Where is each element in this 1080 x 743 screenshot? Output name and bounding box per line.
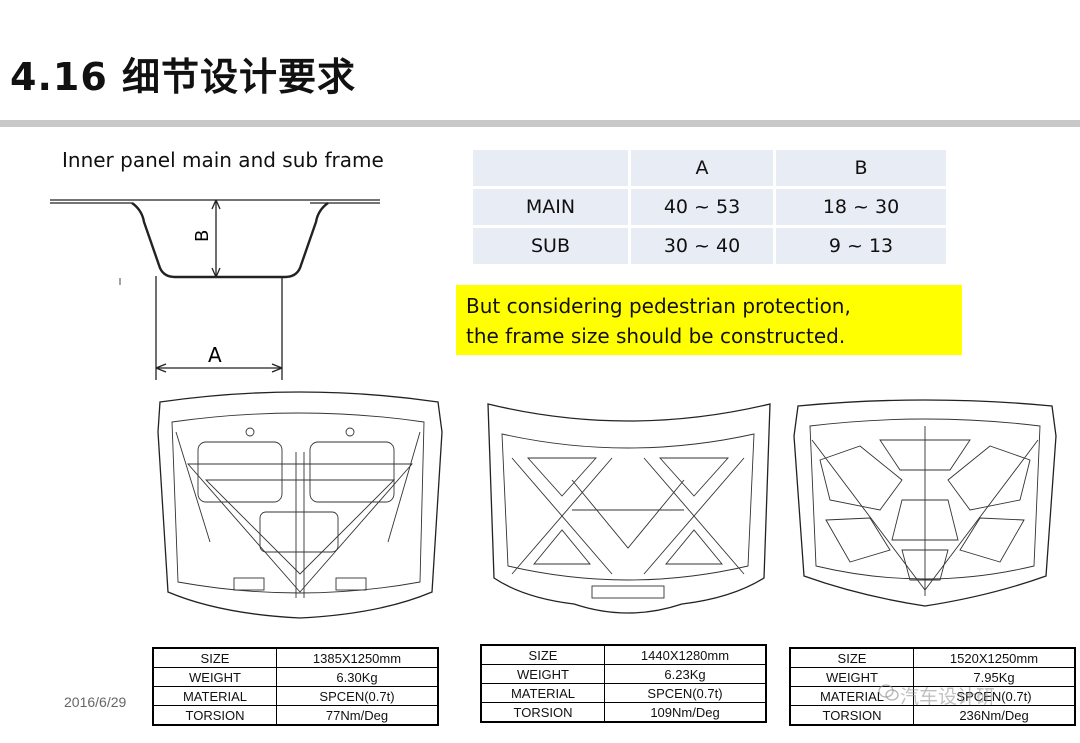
- dimension-table: A B MAIN 40 ~ 53 18 ~ 30 SUB 30 ~ 40 9 ~…: [470, 147, 949, 267]
- section-label: Inner panel main and sub frame: [62, 148, 384, 172]
- spec-value-material: SPCEN(0.7t): [604, 683, 767, 703]
- spec-value-material: SPCEN(0.7t): [913, 686, 1076, 706]
- header-cell-b: B: [776, 150, 946, 186]
- spec-label-material: MATERIAL: [789, 686, 914, 706]
- note-line-1: But considering pedestrian protection,: [466, 294, 851, 318]
- row-value-a: 30 ~ 40: [631, 228, 773, 264]
- hood-drawing-3: [793, 399, 1057, 607]
- pedestrian-protection-note: But considering pedestrian protection, t…: [456, 285, 962, 355]
- row-value-a: 40 ~ 53: [631, 189, 773, 225]
- spec-value-weight: 6.30Kg: [276, 667, 439, 687]
- spec-value-torsion: 236Nm/Deg: [913, 705, 1076, 726]
- watermark-text: 汽车设计研: [900, 686, 996, 708]
- header-cell-empty: [473, 150, 628, 186]
- spec-label-size: SIZE: [789, 647, 914, 668]
- header-cell-a: A: [631, 150, 773, 186]
- table-header-row: A B: [473, 150, 946, 186]
- spec-label-torsion: TORSION: [152, 705, 277, 726]
- row-name: MAIN: [473, 189, 628, 225]
- table-row: SUB 30 ~ 40 9 ~ 13: [473, 228, 946, 264]
- row-value-b: 9 ~ 13: [776, 228, 946, 264]
- spec-label-weight: WEIGHT: [152, 667, 277, 687]
- row-value-b: 18 ~ 30: [776, 189, 946, 225]
- title-divider: [0, 120, 1080, 127]
- spec-value-size: 1385X1250mm: [276, 647, 439, 668]
- spec-value-torsion: 77Nm/Deg: [276, 705, 439, 726]
- table-row: MAIN 40 ~ 53 18 ~ 30: [473, 189, 946, 225]
- hood-drawing-2: [487, 403, 771, 614]
- spec-value-weight: 6.23Kg: [604, 664, 767, 684]
- spec-label-torsion: TORSION: [789, 705, 914, 726]
- cross-section-diagram: B A: [50, 199, 380, 380]
- hood-drawing-1: [157, 391, 443, 619]
- dim-b-label: B: [192, 230, 213, 242]
- row-name: SUB: [473, 228, 628, 264]
- dim-a-label: A: [208, 343, 222, 367]
- spec-label-material: MATERIAL: [480, 683, 605, 703]
- spec-label-size: SIZE: [480, 644, 605, 665]
- wechat-icon: [878, 684, 899, 701]
- spec-label-material: MATERIAL: [152, 686, 277, 706]
- spec-value-torsion: 109Nm/Deg: [604, 702, 767, 723]
- spec-label-weight: WEIGHT: [480, 664, 605, 684]
- spec-label-size: SIZE: [152, 647, 277, 668]
- spec-value-size: 1520X1250mm: [913, 647, 1076, 668]
- page-title: 4.16 细节设计要求: [10, 55, 356, 99]
- spec-value-size: 1440X1280mm: [604, 644, 767, 665]
- note-line-2: the frame size should be constructed.: [466, 324, 846, 348]
- spec-value-material: SPCEN(0.7t): [276, 686, 439, 706]
- spec-label-torsion: TORSION: [480, 702, 605, 723]
- footer-date: 2016/6/29: [64, 694, 127, 710]
